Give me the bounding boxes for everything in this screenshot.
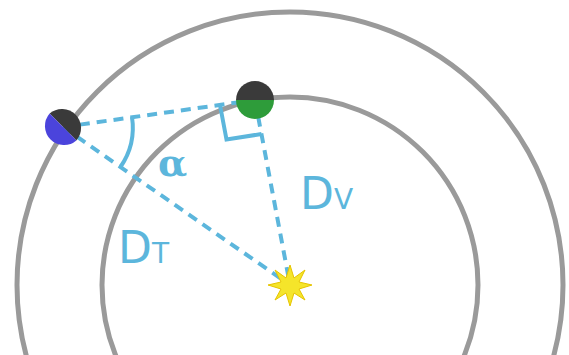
venus-dot xyxy=(236,81,274,119)
distance-label: DT xyxy=(118,226,169,270)
earth-dot xyxy=(45,109,81,145)
sun-star xyxy=(268,265,312,306)
angle-arc xyxy=(121,117,133,167)
angle-label: α xyxy=(158,144,187,182)
distance-label: DV xyxy=(300,172,353,216)
sight-lines xyxy=(63,100,290,285)
outer-orbit xyxy=(17,12,563,355)
inner-orbit xyxy=(102,97,478,355)
